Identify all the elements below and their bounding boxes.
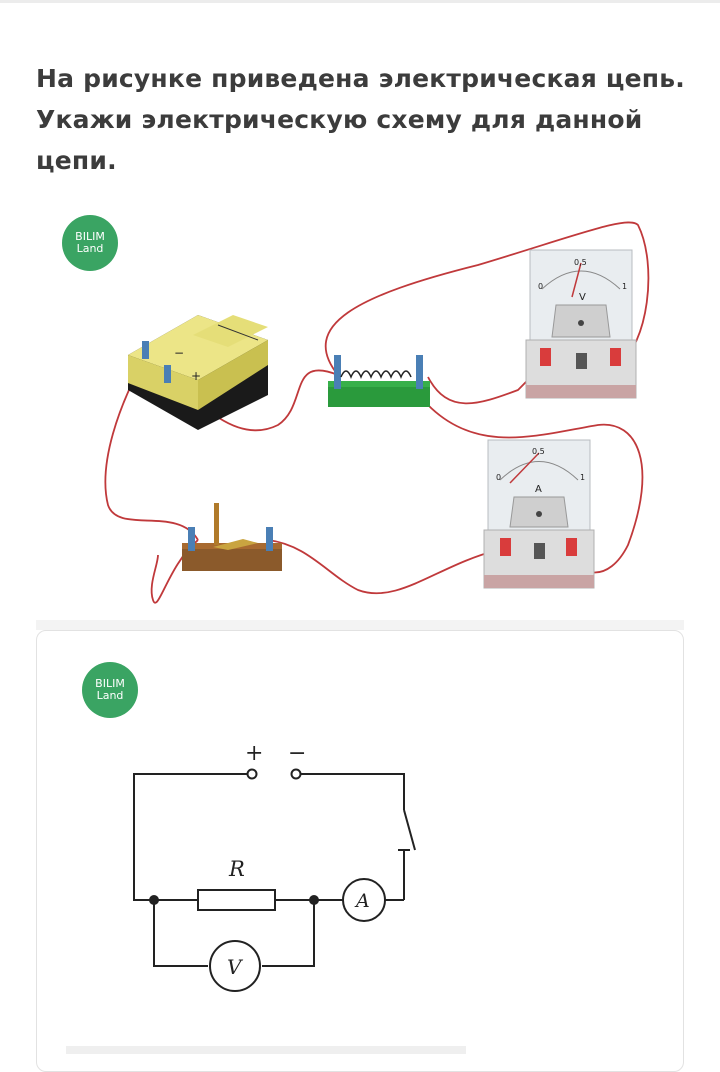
terminal-plus <box>246 768 258 780</box>
voltmeter-label: V <box>227 955 244 979</box>
junction-dot <box>149 895 159 905</box>
wire <box>153 900 208 967</box>
voltmeter-min-label: 0 <box>538 282 543 291</box>
logo-line-2: Land <box>96 689 124 702</box>
answer-option-card[interactable] <box>36 630 684 1072</box>
top-divider <box>0 0 720 3</box>
wire <box>150 539 199 604</box>
bilimland-logo-option: BILIM Land <box>82 662 138 718</box>
terminal-minus <box>290 768 302 780</box>
source-plus-label: + <box>191 369 201 383</box>
plus-sign: + <box>245 741 263 766</box>
minus-sign: − <box>288 741 306 766</box>
ammeter-min-label: 0 <box>496 473 501 482</box>
bilimland-logo: BILIM Land <box>62 215 118 271</box>
logo-line-2: Land <box>76 242 104 255</box>
junction-dot <box>309 895 319 905</box>
wire <box>133 773 248 901</box>
section-divider <box>36 620 684 630</box>
ammeter-circle <box>342 878 386 922</box>
wire <box>104 352 199 541</box>
ammeter-label: A <box>354 890 370 912</box>
voltmeter-circle <box>209 940 261 992</box>
wire <box>262 900 315 967</box>
ammeter-device: 0,5 0 1 A <box>483 439 595 589</box>
ammeter-symbol: A <box>535 484 542 495</box>
switch-blade <box>403 809 416 851</box>
logo-line-1: BILIM <box>95 677 125 690</box>
switch-key <box>182 503 282 571</box>
wire <box>324 221 650 376</box>
ammeter-mid-label: 0,5 <box>532 447 545 456</box>
wire <box>300 773 405 810</box>
ammeter-max-label: 1 <box>580 473 585 482</box>
circuit-photo: − + 0,5 0 1 V <box>58 205 688 625</box>
next-option-edge <box>66 1046 466 1054</box>
question-text: На рисунке приведена электрическая цепь.… <box>36 64 685 175</box>
voltmeter-device: 0,5 0 1 V <box>525 249 637 399</box>
circuit-schematic: + − R A V <box>110 730 440 1000</box>
power-source: − + <box>128 315 268 430</box>
voltmeter-symbol: V <box>579 292 586 303</box>
wire <box>267 539 499 595</box>
logo-line-1: BILIM <box>75 230 105 243</box>
wire <box>427 404 644 574</box>
resistor-symbol <box>197 889 276 911</box>
voltmeter-mid-label: 0,5 <box>574 258 587 267</box>
voltmeter-max-label: 1 <box>622 282 627 291</box>
resistor-label: R <box>228 857 245 881</box>
source-minus-label: − <box>174 346 184 360</box>
coil-resistor <box>328 355 430 407</box>
